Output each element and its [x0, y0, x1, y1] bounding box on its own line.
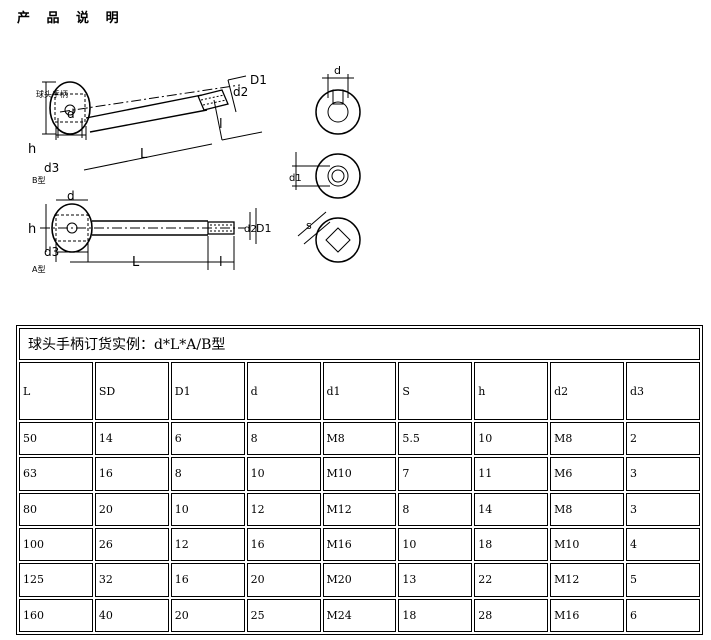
table-cell: 13 [398, 563, 473, 597]
table-cell: M24 [322, 598, 397, 632]
table-cell: M16 [550, 598, 624, 632]
technical-drawing: 球头手柄 B型 A型 d h d3 L l d2 D1 d h d3 L l d… [28, 64, 361, 274]
end-view-slot [315, 74, 361, 135]
table-cell: 11 [474, 457, 549, 491]
label-a-type: A型 [32, 265, 45, 274]
table-row: 63 16 8 10 M10 7 11 M6 3 [19, 457, 700, 491]
table-cell: M6 [550, 457, 624, 491]
table-cell: 25 [246, 598, 321, 632]
table-cell: 50 [19, 422, 93, 456]
table-row: 80 20 10 12 M12 8 14 M8 3 [19, 492, 700, 526]
table-cell: 20 [170, 598, 245, 632]
table-cell: 4 [626, 527, 700, 562]
table-cell: 18 [398, 598, 473, 632]
end-view-thread [292, 152, 361, 199]
table-cell: 28 [474, 598, 549, 632]
b-type-handle [42, 75, 263, 171]
table-cell: 160 [19, 598, 93, 632]
dim-d3-b: d3 [44, 161, 59, 175]
table-caption: 球头手柄订货实例：d*L*A/B型 [19, 328, 700, 360]
col-header-SD: SD [94, 362, 169, 420]
table-cell: M8 [550, 492, 624, 526]
table-cell: 18 [474, 527, 549, 562]
table-cell: 16 [94, 457, 169, 491]
table-row: 160 40 20 25 M24 18 28 M16 6 [19, 598, 700, 632]
table-cell: 20 [246, 563, 321, 597]
table-cell: 10 [398, 527, 473, 562]
table-cell: M20 [322, 563, 397, 597]
dim-d-b: d [67, 107, 75, 121]
dim-d-end: d [334, 64, 341, 77]
table-cell: 80 [19, 492, 93, 526]
table-cell: 10 [170, 492, 245, 526]
table-cell: 12 [246, 492, 321, 526]
table-row: 100 26 12 16 M16 10 18 M10 4 [19, 527, 700, 562]
dim-d-a: d [67, 189, 75, 203]
dim-D1-b: D1 [250, 73, 267, 87]
dim-d3-a: d3 [44, 245, 59, 259]
table-cell: 20 [94, 492, 169, 526]
col-header-S: S [398, 362, 473, 420]
table-cell: 12 [170, 527, 245, 562]
table-cell: 32 [94, 563, 169, 597]
col-header-D1: D1 [170, 362, 245, 420]
col-header-d3: d3 [626, 362, 700, 420]
table-cell: M8 [322, 422, 397, 456]
dim-L-a: L [132, 255, 140, 270]
dim-h-b: h [28, 142, 36, 157]
table-cell: M8 [550, 422, 624, 456]
end-view-square [297, 211, 361, 263]
table-cell: M10 [322, 457, 397, 491]
table-cell: 3 [626, 457, 700, 491]
col-header-h: h [474, 362, 549, 420]
table-cell: 5.5 [398, 422, 473, 456]
dim-d1-end: d1 [289, 173, 302, 184]
table-cell: 14 [94, 422, 169, 456]
dim-s-end: s [306, 219, 312, 232]
label-b-type: B型 [32, 176, 46, 185]
table-cell: M12 [322, 492, 397, 526]
table-cell: 6 [626, 598, 700, 632]
page-heading: 产 品 说 明 [17, 11, 125, 26]
col-header-L: L [19, 362, 93, 420]
col-header-d: d [246, 362, 321, 420]
table-cell: M10 [550, 527, 624, 562]
table-cell: 63 [19, 457, 93, 491]
table-cell: 22 [474, 563, 549, 597]
dim-L-b: L [140, 147, 148, 162]
table-cell: 5 [626, 563, 700, 597]
dim-d2-b: d2 [233, 85, 248, 99]
table-cell: 26 [94, 527, 169, 562]
table-cell: M16 [322, 527, 397, 562]
table-cell: 8 [170, 457, 245, 491]
col-header-d1: d1 [322, 362, 397, 420]
table-cell: 125 [19, 563, 93, 597]
table-cell: 8 [398, 492, 473, 526]
table-cell: 6 [170, 422, 245, 456]
dim-d2-a: d2 [244, 224, 257, 235]
dim-D1-a: D1 [256, 222, 271, 235]
table-cell: 100 [19, 527, 93, 562]
table-cell: 8 [246, 422, 321, 456]
a-type-handle [40, 199, 257, 270]
spec-table: 球头手柄订货实例：d*L*A/B型 L SD D1 d d1 S h d2 d3… [16, 325, 703, 635]
table-cell: 16 [170, 563, 245, 597]
table-row: 125 32 16 20 M20 13 22 M12 5 [19, 563, 700, 597]
label-handle: 球头手柄 [36, 89, 68, 99]
table-cell: 10 [474, 422, 549, 456]
dim-l-a: l [219, 255, 223, 270]
table-cell: 2 [626, 422, 700, 456]
table-cell: 16 [246, 527, 321, 562]
dim-l-b: l [219, 117, 223, 132]
table-header-row: L SD D1 d d1 S h d2 d3 [19, 362, 700, 420]
table-row: 50 14 6 8 M8 5.5 10 M8 2 [19, 422, 700, 456]
dim-h-a: h [28, 222, 36, 237]
table-cell: 3 [626, 492, 700, 526]
table-cell: M12 [550, 563, 624, 597]
col-header-d2: d2 [550, 362, 624, 420]
table-cell: 7 [398, 457, 473, 491]
table-cell: 14 [474, 492, 549, 526]
table-cell: 10 [246, 457, 321, 491]
table-cell: 40 [94, 598, 169, 632]
